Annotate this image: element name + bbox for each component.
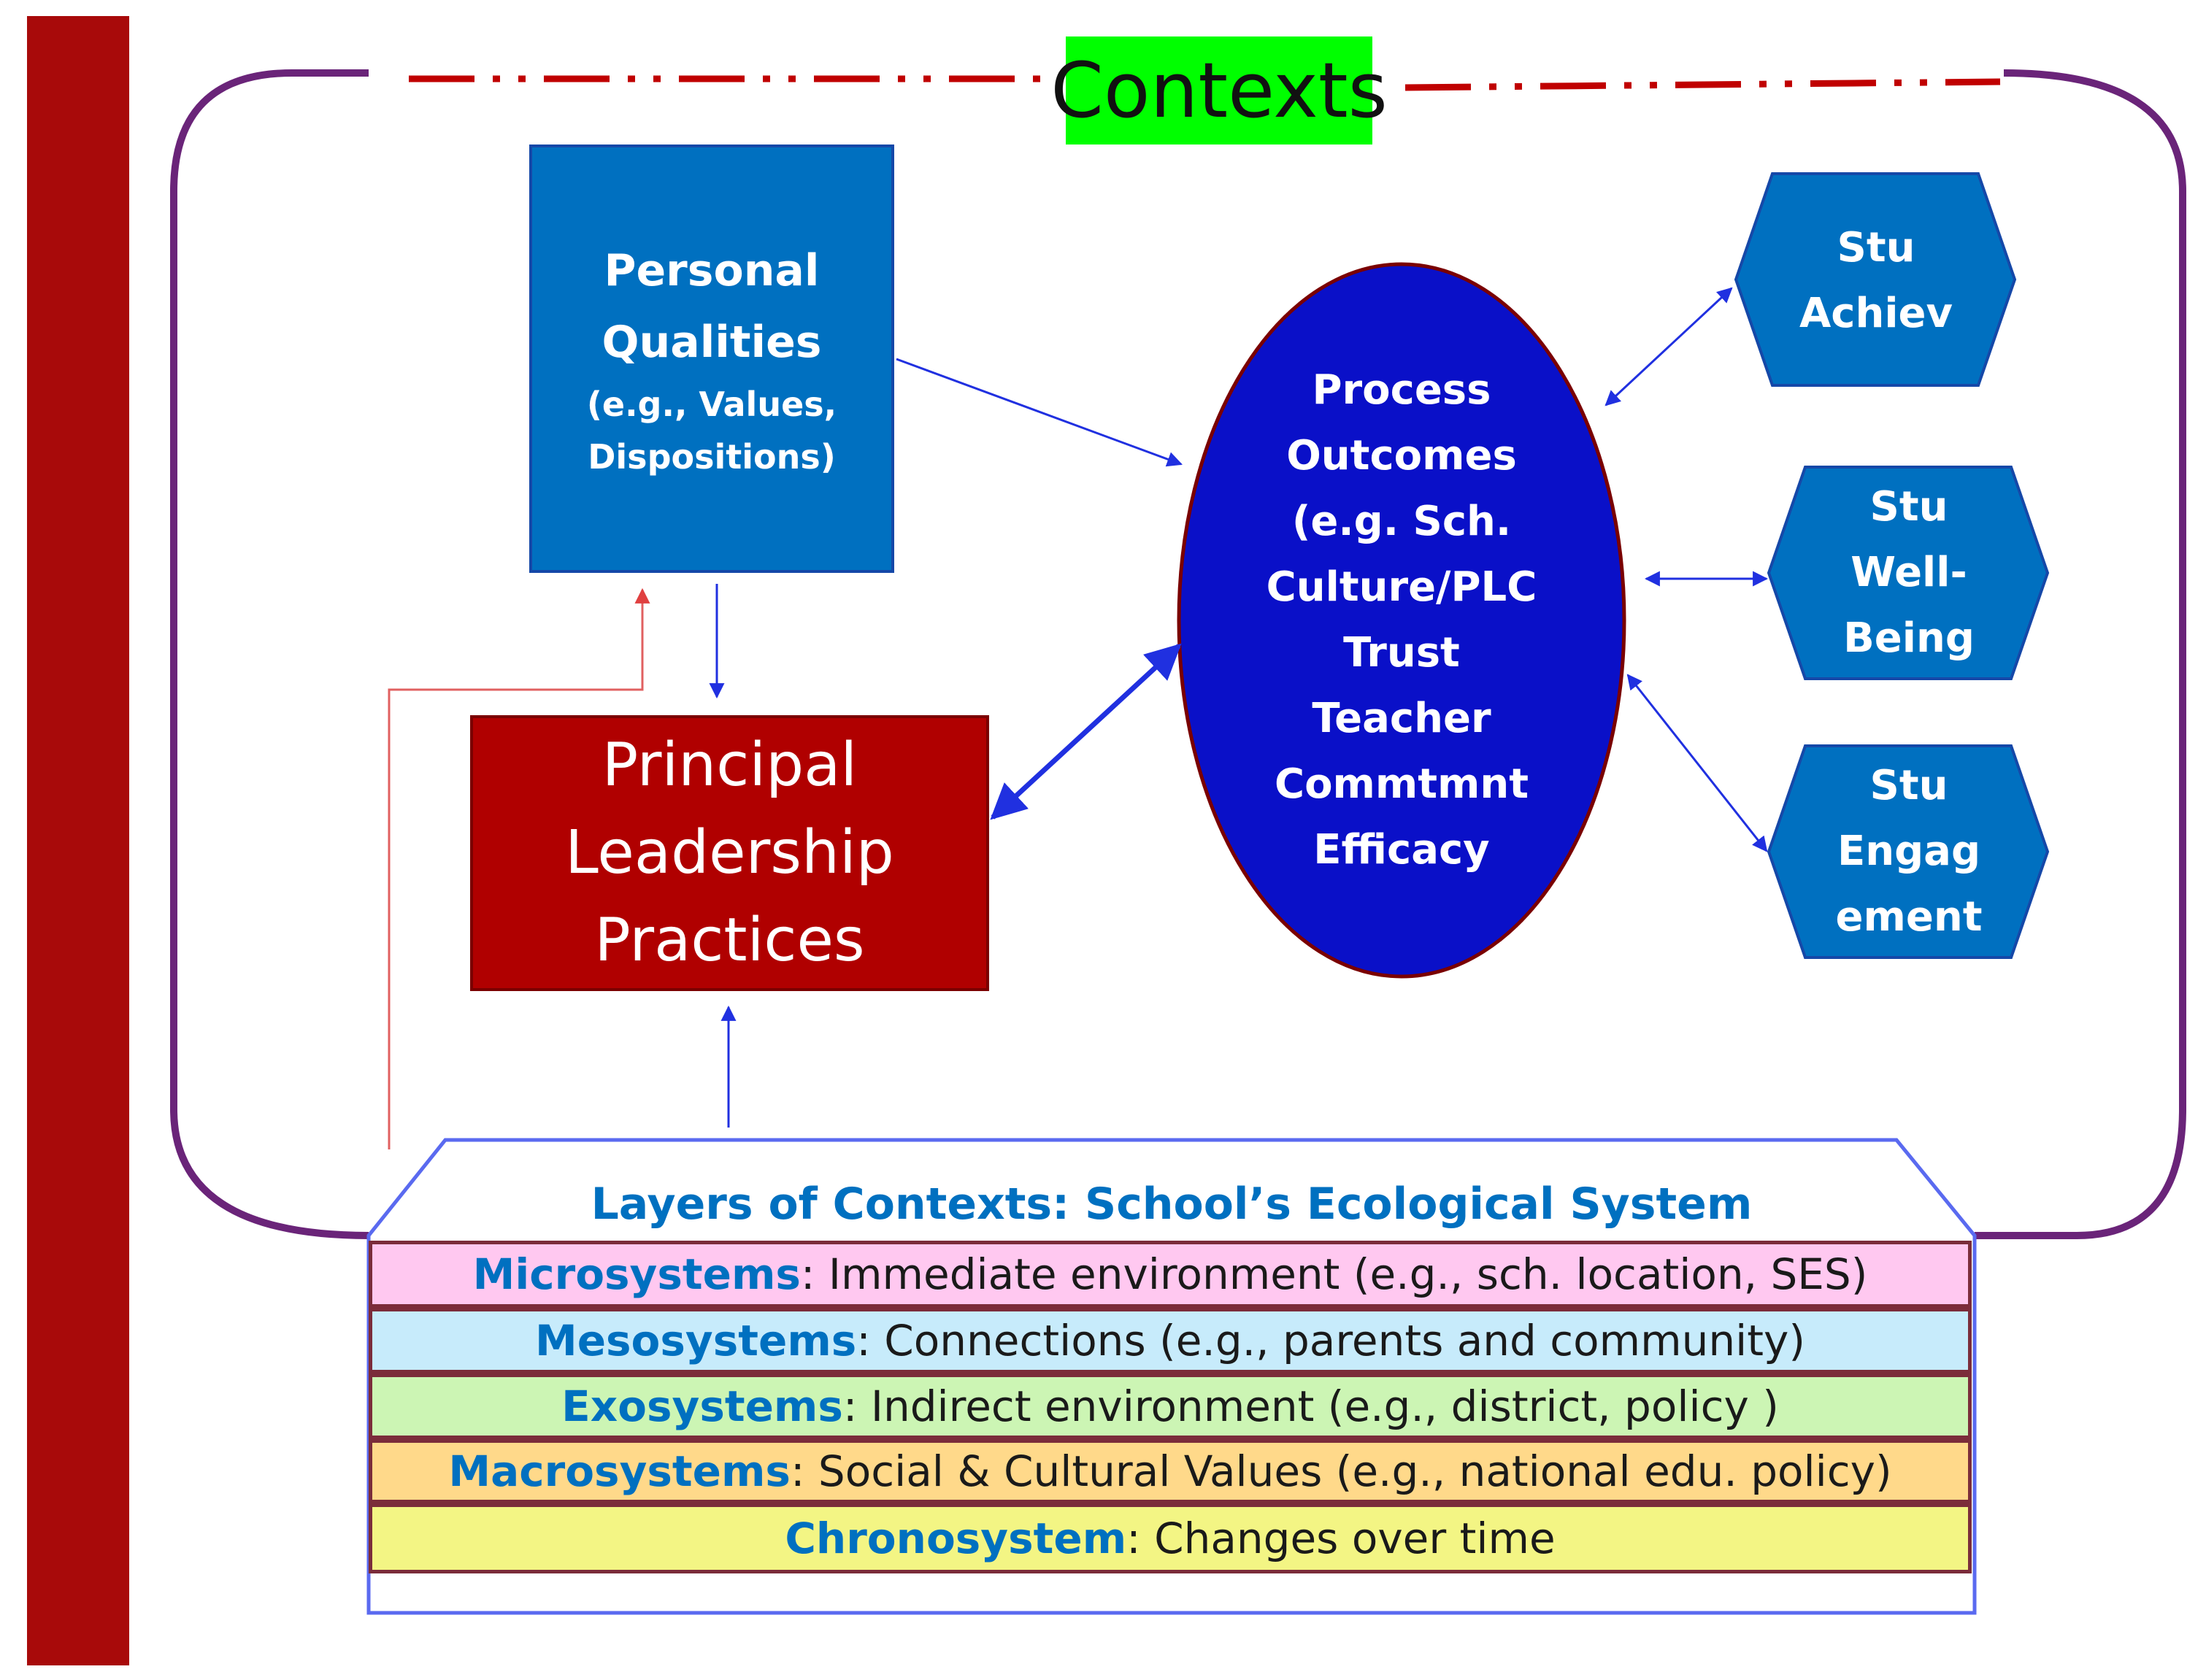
arrow-principal-process — [990, 643, 1182, 820]
layer-desc: Connections (e.g., parents and community… — [884, 1316, 1805, 1365]
layer-sep: : — [856, 1316, 885, 1365]
layer-sep: : — [1126, 1514, 1155, 1563]
context-dash-line-right — [1404, 78, 2001, 91]
arrow-layers-to-pq — [388, 587, 650, 1149]
process-outcomes-ellipse — [1177, 262, 1626, 979]
arrow-process-achiev — [1604, 287, 1733, 406]
layer-name: Microsystems — [472, 1249, 801, 1299]
layer-desc: Changes over time — [1154, 1514, 1556, 1563]
left-accent-bar — [27, 16, 129, 1665]
context-frame — [170, 69, 2186, 1239]
contexts-title: Contexts — [1050, 36, 1388, 145]
layer-desc: Immediate environment (e.g., sch. locati… — [828, 1249, 1868, 1299]
principal-leadership-box — [470, 715, 989, 991]
layer-name: Exosystems — [561, 1382, 843, 1431]
layer-sep: : — [790, 1446, 818, 1496]
arrow-pq-to-process — [896, 358, 1183, 467]
layer-name: Mesosystems — [534, 1316, 857, 1365]
hexagon-stu-well-being — [1767, 466, 2050, 680]
layer-name: Chronosystem — [785, 1514, 1127, 1563]
hexagon-stu-achiev — [1734, 172, 2017, 387]
layer-sep: : — [842, 1382, 871, 1431]
hexagon-stu-engagement — [1767, 744, 2050, 959]
layer-exosystems: Exosystems: Indirect environment (e.g., … — [369, 1373, 1972, 1439]
layer-macrosystems: Macrosystems: Social & Cultural Values (… — [369, 1439, 1972, 1503]
layer-microsystems: Microsystems: Immediate environment (e.g… — [369, 1241, 1972, 1308]
arrow-process-engagement — [1626, 674, 1768, 852]
layer-chronosystem: Chronosystem: Changes over time — [369, 1503, 1972, 1573]
layers-title: Layers of Contexts: School’s Ecological … — [591, 1179, 1753, 1230]
layer-name: Macrosystems — [448, 1446, 791, 1496]
layer-desc: Indirect environment (e.g., district, po… — [870, 1382, 1779, 1431]
layer-desc: Social & Cultural Values (e.g., national… — [818, 1446, 1892, 1496]
layer-mesosystems: Mesosystems: Connections (e.g., parents … — [369, 1308, 1972, 1373]
layer-sep: : — [800, 1249, 829, 1299]
personal-qualities-box — [529, 145, 894, 573]
